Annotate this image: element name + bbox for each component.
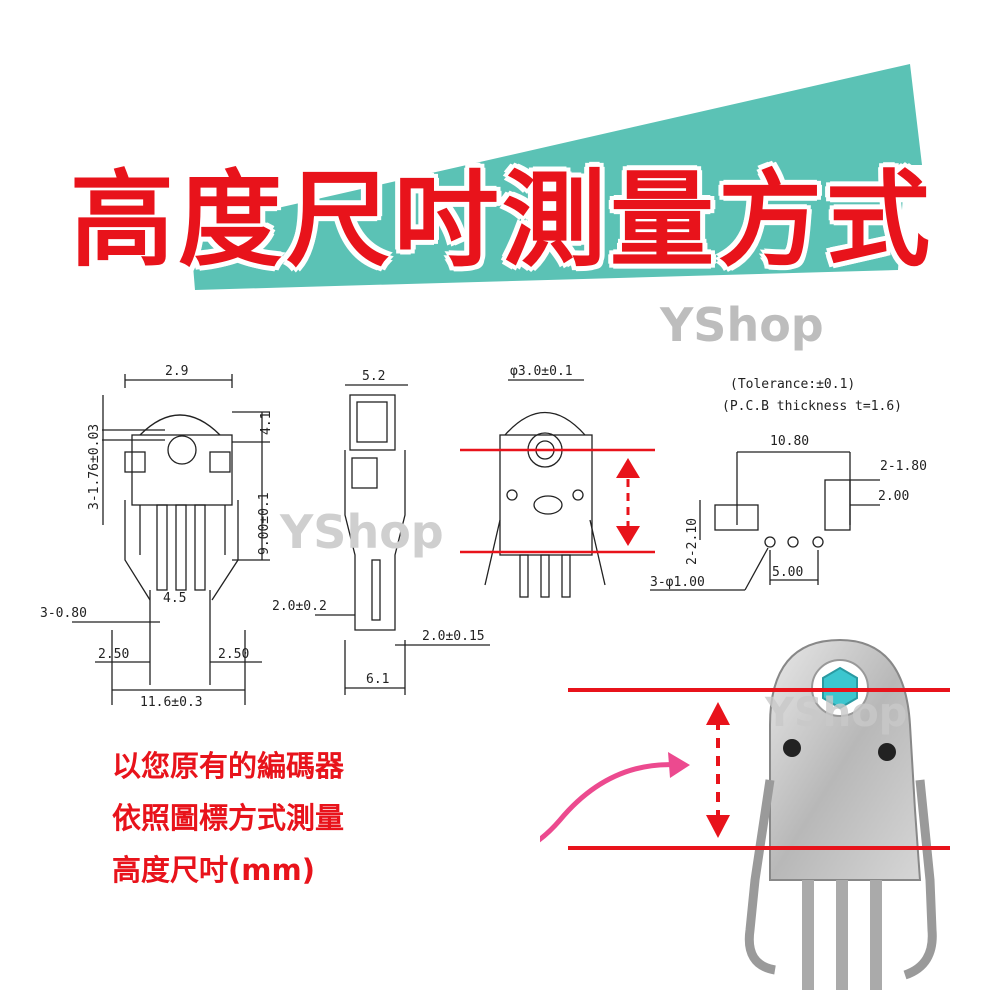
watermark: YShop bbox=[660, 298, 824, 352]
pcb-offset: 2.00 bbox=[878, 489, 909, 504]
watermark: YShop bbox=[765, 690, 908, 736]
front-view-drawing bbox=[72, 374, 270, 705]
front-view-labels: 2.9 3-1.76±0.03 4.1 9.00±0.1 3-0.80 4.5 … bbox=[40, 364, 274, 710]
encoder-photo bbox=[540, 638, 950, 990]
measure-hole-diameter: φ3.0±0.1 bbox=[510, 364, 573, 379]
side-view-drawing bbox=[315, 384, 490, 695]
front-right-height: 9.00±0.1 bbox=[257, 492, 272, 555]
front-pin-diameter: 3-0.80 bbox=[40, 606, 87, 621]
side-bottom-width: 6.1 bbox=[366, 672, 389, 687]
front-pitch-right: 2.50 bbox=[218, 647, 249, 662]
side-view-labels: 5.2 2.0±0.2 2.0±0.15 6.1 bbox=[272, 369, 485, 687]
caption-line-3: 高度尺吋(mm) bbox=[112, 853, 315, 887]
front-center-mark: 4.5 bbox=[163, 591, 186, 606]
front-pitch-left: 2.50 bbox=[98, 647, 129, 662]
watermark: YShop bbox=[280, 505, 444, 559]
front-top-width: 2.9 bbox=[165, 364, 188, 379]
pcb-layout-drawing bbox=[650, 451, 880, 591]
side-right-label: 2.0±0.15 bbox=[422, 629, 485, 644]
banner-background bbox=[190, 64, 922, 290]
front-right-top: 4.1 bbox=[259, 412, 274, 435]
pcb-span: 10.80 bbox=[770, 434, 809, 449]
caption-line-1: 以您原有的編碼器 bbox=[112, 749, 345, 783]
side-top-width: 5.2 bbox=[362, 369, 385, 384]
pcb-pin-spacing: 5.00 bbox=[772, 565, 803, 580]
pcb-thickness-note: (P.C.B thickness t=1.6) bbox=[722, 399, 902, 414]
instruction-caption: 以您原有的編碼器 依照圖標方式測量 高度尺吋(mm) bbox=[112, 740, 422, 896]
caption-line-2: 依照圖標方式測量 bbox=[112, 801, 345, 835]
pcb-tolerance-note: (Tolerance:±0.1) bbox=[730, 377, 855, 392]
pcb-slot: 2-1.80 bbox=[880, 459, 927, 474]
pcb-holes: 3-φ1.00 bbox=[650, 575, 705, 590]
side-left-label: 2.0±0.2 bbox=[272, 599, 327, 614]
front-left-dimension: 3-1.76±0.03 bbox=[87, 424, 102, 510]
pcb-vertical: 2-2.10 bbox=[685, 518, 700, 565]
technical-drawings: 2.9 3-1.76±0.03 4.1 9.00±0.1 3-0.80 4.5 … bbox=[40, 364, 927, 710]
pcb-layout-labels: (Tolerance:±0.1) (P.C.B thickness t=1.6)… bbox=[650, 377, 927, 590]
page-title: 高度尺吋測量方式 bbox=[70, 159, 935, 281]
front-total-width: 11.6±0.3 bbox=[140, 695, 203, 710]
measure-guide-lines bbox=[460, 448, 655, 554]
measure-view-drawing bbox=[484, 379, 606, 598]
